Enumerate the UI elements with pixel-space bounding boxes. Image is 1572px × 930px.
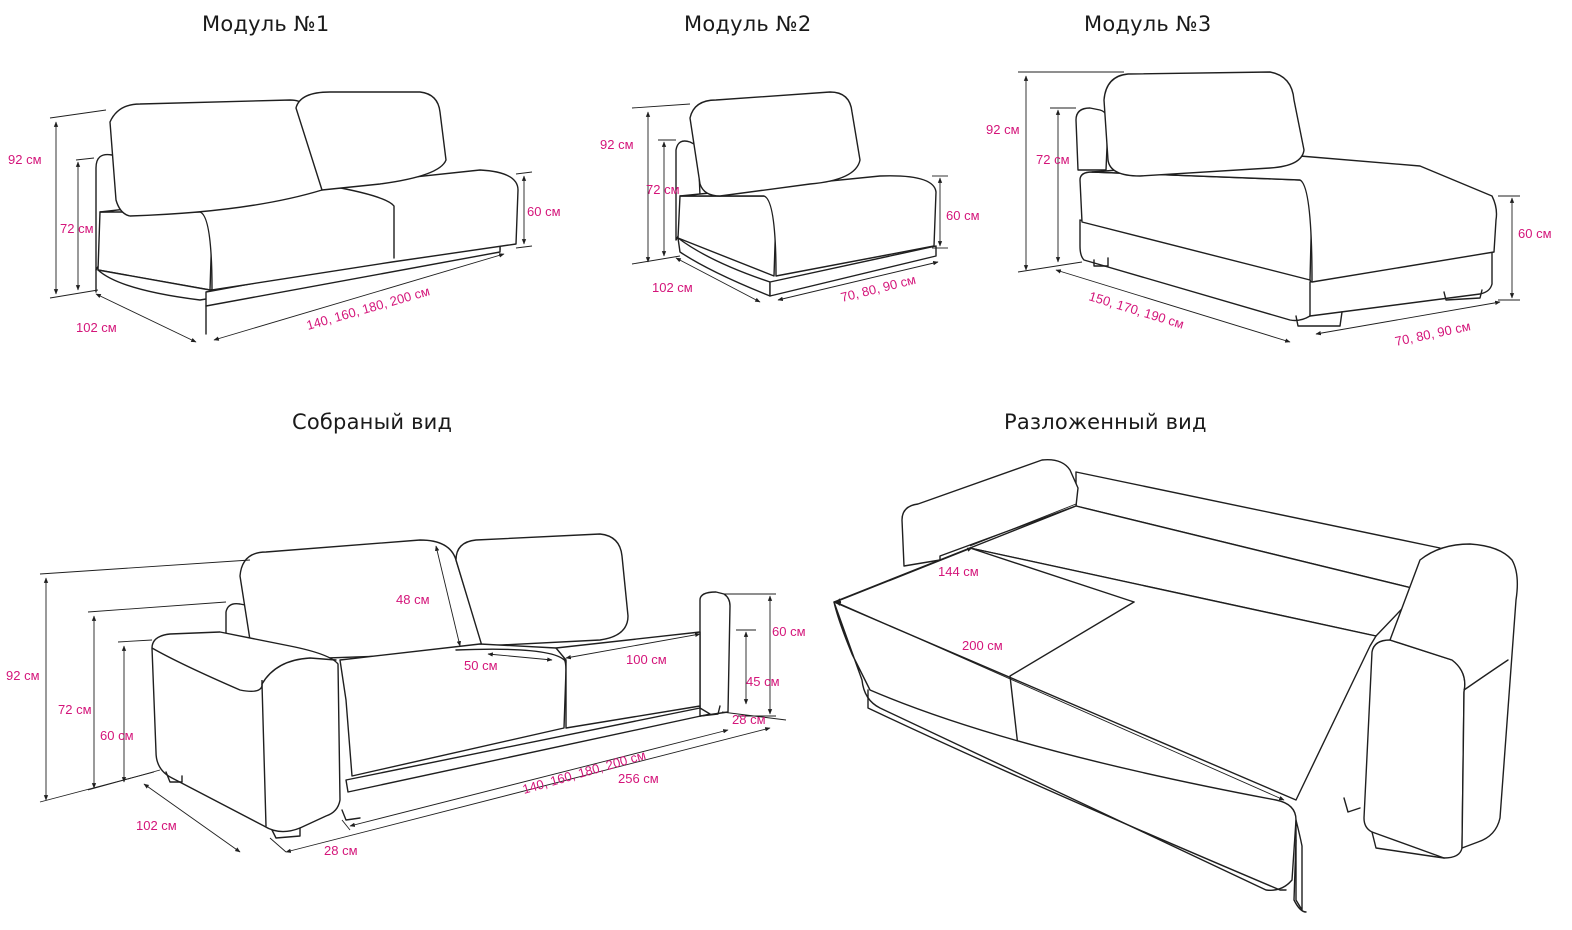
assembled-depth-label: 102 см [136,818,177,833]
module-2-height-total-label: 92 см [600,137,634,152]
module-2-height-seat-label: 60 см [946,208,980,223]
title-unfolded-view: Разложенный вид [1004,410,1207,434]
title-module-2: Модуль №2 [684,12,812,36]
assembled-seat-height-label: 45 см [746,674,780,689]
module-3-height-total-label: 92 см [986,122,1020,137]
module-3-width-label: 70, 80, 90 см [1394,318,1472,349]
assembled-arm-height-label: 60 см [772,624,806,639]
module-1-height-total-label: 92 см [8,152,42,167]
module-3-sofa [1075,71,1498,327]
unfolded-sleep-width-label: 144 см [938,564,979,579]
module-1-depth-label: 102 см [76,320,117,335]
assembled-total-width-label: 256 см [618,771,659,786]
module-3-height-seat-label: 60 см [1518,226,1552,241]
unfolded-sleep-length-label: 200 см [962,638,1003,653]
assembled-seat-width-label: 100 см [626,652,667,667]
unfolded-sofa [833,459,1519,913]
module-2-depth-label: 102 см [652,280,693,295]
module-2-height-arm-label: 72 см [646,182,680,197]
module-1-sofa [95,91,519,335]
module-3-height-arm-label: 72 см [1036,152,1070,167]
title-module-3: Модуль №3 [1084,12,1212,36]
assembled-height-total-label: 92 см [6,668,40,683]
assembled-height-back-label: 72 см [58,702,92,717]
module-2-sofa [675,91,937,297]
title-assembled-view: Собраный вид [292,410,453,434]
title-module-1: Модуль №1 [202,12,330,36]
assembled-seat-depth-label: 50 см [464,658,498,673]
assembled-arm-width-left-label: 28 см [324,843,358,858]
unfolded-dimensions: 144 см 200 см [835,503,1285,801]
assembled-height-arm-label: 60 см [100,728,134,743]
assembled-sofa [151,533,731,839]
module-1-width-label: 140, 160, 180, 200 см [305,283,432,333]
assembled-back-cushion-label: 48 см [396,592,430,607]
module-1-height-arm-label: 72 см [60,221,94,236]
module-1-height-seat-label: 60 см [527,204,561,219]
assembled-arm-width-right-label: 28 см [732,712,766,727]
module-2-dimensions: 92 см 72 см 60 см 102 см 70, 80, 90 см [600,103,980,305]
